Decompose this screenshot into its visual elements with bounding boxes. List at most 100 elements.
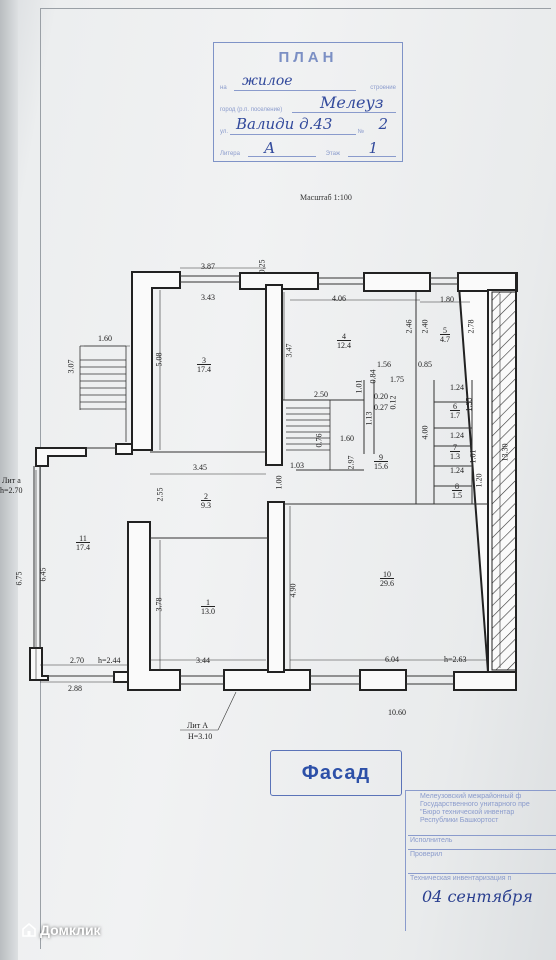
bti-title-block: Мелеузовский межрайонный ф Государственн… xyxy=(405,790,556,931)
room-area: 13.0 xyxy=(201,606,215,616)
stairs xyxy=(79,345,331,470)
stamp-value-litera: А xyxy=(264,139,276,157)
stamp-label-ul: ул. xyxy=(220,129,229,135)
room-number: 3 xyxy=(202,356,206,365)
lit-a-bottom-label: Лит А xyxy=(187,721,208,730)
dim-label: 3.45 xyxy=(193,463,207,472)
room-area: 9.3 xyxy=(201,500,211,510)
dim-label: 6.45 xyxy=(38,567,48,582)
dim-label: 2.40 xyxy=(420,319,430,334)
dim-label: 1.03 xyxy=(290,461,304,470)
room-number: 6 xyxy=(453,402,457,411)
lit-a-left-label: Лит а xyxy=(2,476,21,485)
dim-label: 1.01 xyxy=(468,449,478,464)
room-area: 29.6 xyxy=(380,578,394,588)
room-area: 1.5 xyxy=(452,490,462,500)
room-area: 1.7 xyxy=(450,410,460,420)
stamp-label-no: № xyxy=(357,129,364,135)
stamp-value-no: 2 xyxy=(378,115,388,133)
dim-label: 6.04 xyxy=(385,655,399,664)
dim-label: 1.13 xyxy=(364,411,374,426)
dim-label: 1.80 xyxy=(440,295,454,304)
bti-date-handwritten: 04 сентября xyxy=(422,887,533,906)
stamp-value-type: жилое xyxy=(242,73,293,89)
bti-org-line: "Бюро технической инвентар xyxy=(420,809,515,816)
stamp-title: ПЛАН xyxy=(278,49,338,66)
dim-label: 0.76 xyxy=(314,433,324,448)
bti-ispolnitel-label: Исполнитель xyxy=(410,837,453,844)
dim-label: 4.90 xyxy=(288,583,298,598)
dim-label: 0.12 xyxy=(388,395,398,410)
bti-org-text: Мелеузовский межрайонный ф Государственн… xyxy=(420,793,530,825)
room-area: 15.6 xyxy=(374,461,388,471)
stamp-label-gorod: город (р.п. поселение) xyxy=(220,107,283,113)
bti-org-line: Республики Башкортост xyxy=(420,817,499,824)
stamp-row-type: на строение жилое xyxy=(220,71,396,93)
room-number: 11 xyxy=(79,534,87,543)
watermark-text: Домклик xyxy=(40,922,101,938)
stamp-value-city: Мелеуз xyxy=(320,93,384,112)
bti-org-line: Государственного унитарного пре xyxy=(420,801,530,808)
room-area: 4.7 xyxy=(440,334,450,344)
scale-label: Масштаб 1:100 xyxy=(300,193,352,202)
dim-label: 2.55 xyxy=(155,487,165,502)
room-number: 8 xyxy=(455,482,459,491)
dim-label: 2.88 xyxy=(68,684,82,693)
dim-label: 1.60 xyxy=(98,334,112,343)
dim-label: 0.27 xyxy=(374,403,388,412)
dim-label: 1.35 xyxy=(464,397,474,412)
room-area: 12.4 xyxy=(337,340,351,350)
stamp-label-etazh: Этаж xyxy=(325,151,340,157)
room-number: 9 xyxy=(379,453,383,462)
room-area: 17.4 xyxy=(197,364,211,374)
stamp-label-stroenie: строение xyxy=(370,85,396,91)
room-number: 7 xyxy=(453,443,457,452)
plan-title-stamp: ПЛАН на строение жилое город (р.п. посел… xyxy=(213,42,403,162)
stamp-value-floor: 1 xyxy=(368,139,378,157)
wall-bottom-left xyxy=(127,521,181,691)
bti-proveril-label: Проверил xyxy=(410,851,443,858)
dim-label: 2.46 xyxy=(404,319,414,334)
lit-a-bottom-height: H=3.10 xyxy=(188,732,213,741)
dim-label: 1.24 xyxy=(450,466,464,475)
stamp-row-city: город (р.п. поселение) Мелеуз xyxy=(220,93,396,115)
dim-label: 13.30 xyxy=(500,443,510,462)
room-number: 4 xyxy=(342,332,346,341)
dim-label: 3.87 xyxy=(201,262,215,271)
dim-label: 1.24 xyxy=(450,383,464,392)
dim-label: 1.20 xyxy=(474,473,484,488)
room-number: 2 xyxy=(204,492,208,501)
dim-label: 2.50 xyxy=(314,390,328,399)
lit-a-left-height: h=2.70 xyxy=(0,486,23,495)
room-number: 1 xyxy=(206,598,210,607)
dim-label: 1.01 xyxy=(354,379,364,394)
thin-walls xyxy=(33,275,488,685)
domclick-watermark: Домклик xyxy=(22,922,101,938)
dimension-lines xyxy=(35,267,501,731)
dim-label: 4.06 xyxy=(332,294,346,303)
dim-label: 2.78 xyxy=(466,319,476,334)
wall-top-window-pier xyxy=(363,272,431,292)
bti-tech-inv-label: Техническая инвентаризация п xyxy=(410,875,512,882)
dim-label: 4.00 xyxy=(420,425,430,440)
facade-stamp: Фасад xyxy=(270,750,402,796)
stamp-value-street: Валиди д.43 xyxy=(236,115,333,133)
dim-label: 3.78 xyxy=(154,597,164,612)
room-number: 10 xyxy=(383,570,391,579)
dim-label: 1.00 xyxy=(274,475,284,490)
dim-label: 3.07 xyxy=(66,359,76,374)
dim-label: 0.84 xyxy=(368,369,378,384)
room-area: 1.3 xyxy=(450,451,460,461)
dim-label: 5.08 xyxy=(154,352,164,367)
dim-label: 3.43 xyxy=(201,293,215,302)
